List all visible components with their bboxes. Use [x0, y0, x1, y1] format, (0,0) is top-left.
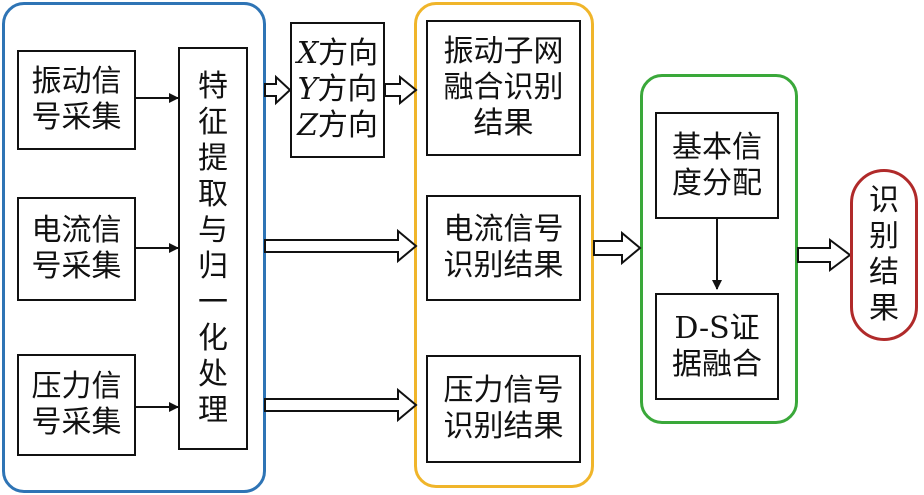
ds-evidence-fusion-box: D-S证 据融合	[655, 293, 779, 400]
y-direction-label: Y方向	[297, 72, 378, 107]
x-direction-label: X方向	[296, 36, 379, 71]
current-result-line-2: 识别结果	[443, 248, 564, 283]
feature-char: 与	[198, 212, 228, 248]
basic-probability-line-1: 基本信	[672, 129, 762, 165]
result-char: 别	[869, 219, 899, 254]
feature-char: 特	[198, 68, 228, 104]
z-direction-label: Z方向	[297, 108, 378, 143]
ds-fusion-line-1: D-S证	[674, 310, 760, 346]
hollow-arrow-feature-to-axes	[264, 74, 292, 106]
feature-char: 征	[198, 104, 228, 140]
axis-directions-box: X方向 Y方向 Z方向	[290, 22, 385, 158]
pressure-result-line-2: 识别结果	[443, 409, 564, 444]
pressure-acquisition-line-1: 压力信	[31, 369, 122, 404]
vibration-result-line-2: 融合识别	[443, 70, 564, 105]
vibration-fusion-result-box: 振动子网 融合识别 结果	[426, 20, 581, 156]
pressure-acquisition-line-2: 号采集	[31, 405, 122, 440]
vibration-acquisition-line-1: 振动信	[31, 64, 122, 99]
feature-char: 一	[198, 284, 228, 320]
feature-char: 提	[198, 140, 228, 176]
hollow-arrow-recognition-to-fusion	[593, 230, 642, 266]
hollow-arrow-feature-to-pressure-result	[264, 387, 418, 423]
result-char: 果	[869, 291, 899, 326]
result-char: 识	[869, 183, 899, 218]
hollow-arrow-axes-to-vibration-result	[384, 74, 418, 106]
current-acquisition-box: 电流信 号采集	[17, 197, 136, 301]
hollow-arrow-feature-to-current-result	[264, 228, 418, 264]
pressure-result-line-1: 压力信号	[443, 373, 564, 408]
feature-char: 理	[198, 392, 228, 428]
current-acquisition-line-2: 号采集	[31, 249, 122, 284]
current-result-line-1: 电流信号	[443, 212, 564, 247]
feature-char: 取	[198, 176, 228, 212]
feature-char: 归	[198, 248, 228, 284]
feature-char: 化	[198, 320, 228, 356]
basic-probability-box: 基本信 度分配	[655, 112, 779, 219]
vibration-result-line-1: 振动子网	[443, 34, 564, 69]
vibration-acquisition-line-2: 号采集	[31, 100, 122, 135]
feature-char: 处	[198, 356, 228, 392]
ds-fusion-line-2: 据融合	[672, 346, 762, 382]
final-result-oval: 识 别 结 果	[850, 169, 918, 341]
current-acquisition-line-1: 电流信	[31, 213, 122, 248]
pressure-result-box: 压力信号 识别结果	[426, 355, 581, 463]
feature-extraction-box: 特 征 提 取 与 归 一 化 处 理	[178, 47, 248, 450]
vibration-result-line-3: 结果	[473, 106, 534, 141]
vibration-acquisition-box: 振动信 号采集	[17, 50, 136, 150]
pressure-acquisition-box: 压力信 号采集	[17, 354, 136, 456]
basic-probability-line-2: 度分配	[672, 165, 762, 201]
result-char: 结	[869, 255, 899, 290]
current-result-box: 电流信号 识别结果	[426, 195, 581, 301]
fusion-group-frame	[640, 74, 798, 424]
hollow-arrow-fusion-to-result	[797, 238, 852, 272]
